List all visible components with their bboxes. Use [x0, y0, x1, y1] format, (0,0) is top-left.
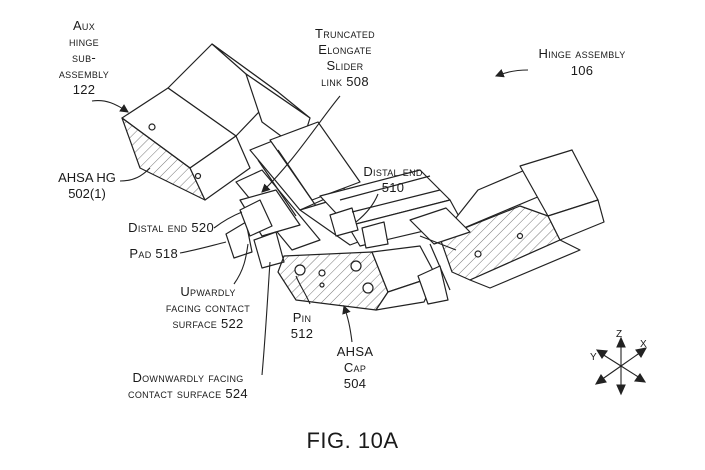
- ahsa-cap-line1: AHSA: [336, 344, 374, 359]
- leader-hinge-assembly: [494, 69, 529, 78]
- ahsa-cap-line2: Cap: [343, 360, 367, 375]
- aux-hinge-line4: assembly: [58, 66, 110, 81]
- leader-downward: [261, 261, 271, 376]
- leader-slider: [261, 95, 341, 193]
- downward-line1: Downwardly facing: [132, 370, 244, 385]
- axis-glyph: [594, 336, 648, 396]
- ahsa-hg-line2: 502(1): [68, 186, 106, 201]
- slider-line4: link 508: [321, 74, 369, 89]
- label-downward-contact: Downwardly facing contact surface 524: [108, 370, 268, 402]
- axis-z-label: Z: [616, 329, 623, 340]
- axis-x-label: X: [640, 339, 647, 350]
- upward-line1: Upwardly: [180, 284, 236, 299]
- upward-line3: surface 522: [172, 316, 244, 331]
- axis-y-label: Y: [590, 352, 597, 363]
- ahsa-cap: [277, 245, 437, 311]
- distal-510-line1: Distal end: [363, 164, 423, 179]
- aux-hinge-line2: hinge: [68, 34, 99, 49]
- figure-caption: FIG. 10A: [306, 428, 399, 453]
- aux-hinge-block: [121, 43, 311, 201]
- leader-distal-510: [355, 193, 379, 223]
- label-hinge-assembly: Hinge assembly 106: [538, 46, 626, 78]
- slider-line1: Truncated: [315, 26, 375, 41]
- pad-518-detail: [225, 199, 285, 269]
- label-upward-contact: Upwardly facing contact surface 522: [150, 284, 266, 332]
- pin-line2: 512: [290, 326, 314, 341]
- label-pad-518: Pad 518: [129, 246, 178, 261]
- label-pin: Pin 512: [284, 310, 320, 342]
- distal-510-line2: 510: [381, 180, 405, 195]
- slider-line2: Elongate: [318, 42, 372, 57]
- label-distal-510: Distal end 510: [348, 164, 438, 196]
- aux-hinge-line5: 122: [72, 82, 96, 97]
- label-ahsa-hg: AHSA HG 502(1): [52, 170, 122, 202]
- label-truncated-slider: Truncated Elongate Slider link 508: [300, 26, 390, 90]
- leader-distal-520: [213, 211, 243, 229]
- pin-line1: Pin: [292, 310, 312, 325]
- leader-pad-518: [179, 241, 227, 254]
- ahsa-hg-line1: AHSA HG: [58, 170, 116, 185]
- leader-pin: [295, 275, 311, 305]
- ahsa-cap-line3: 504: [343, 376, 367, 391]
- right-hinge-block: [409, 149, 605, 305]
- aux-hinge-line1: Aux: [72, 18, 96, 33]
- leader-aux-hinge: [91, 100, 129, 113]
- label-distal-520: Distal end 520: [128, 220, 214, 235]
- leader-ahsa-cap: [342, 304, 353, 343]
- label-ahsa-cap: AHSA Cap 504: [330, 344, 380, 392]
- leader-upward: [233, 243, 249, 285]
- label-aux-hinge: Aux hinge sub- assembly 122: [50, 18, 118, 98]
- downward-line2: contact surface 524: [128, 386, 248, 401]
- center-plates: [319, 169, 463, 249]
- aux-hinge-line3: sub-: [71, 50, 97, 65]
- slider-line3: Slider: [326, 58, 364, 73]
- leader-ahsa-hg: [119, 167, 151, 182]
- upward-line2: facing contact: [165, 300, 251, 315]
